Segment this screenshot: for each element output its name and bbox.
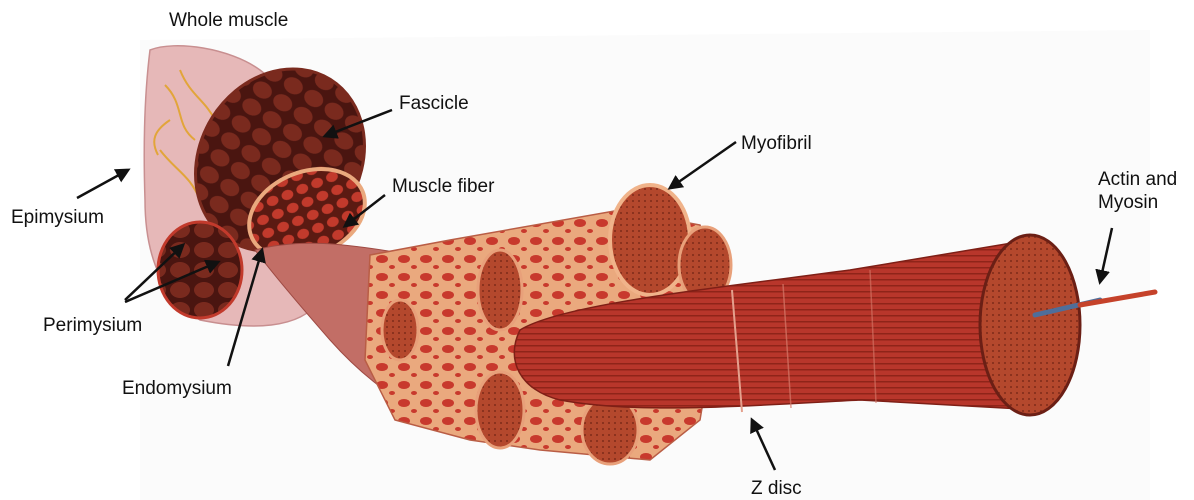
- label-whole-muscle: Whole muscle: [169, 10, 288, 32]
- myofibril-tube: [382, 300, 418, 360]
- label-myofibril: Myofibril: [741, 133, 812, 155]
- myofibril-tube: [478, 250, 522, 330]
- label-epimysium: Epimysium: [11, 207, 104, 229]
- label-perimysium: Perimysium: [43, 315, 142, 337]
- label-muscle-fiber: Muscle fiber: [392, 176, 494, 198]
- label-z-disc: Z disc: [751, 478, 802, 500]
- label-endomysium: Endomysium: [122, 378, 232, 400]
- myofibril-tube: [476, 372, 524, 448]
- label-fascicle: Fascicle: [399, 93, 469, 115]
- label-actin-and-myosin: Actin and Myosin: [1098, 168, 1178, 214]
- myofibril-tube: [610, 185, 690, 295]
- myofibril-end-cap: [980, 235, 1080, 415]
- epimysium-arrow: [77, 170, 128, 198]
